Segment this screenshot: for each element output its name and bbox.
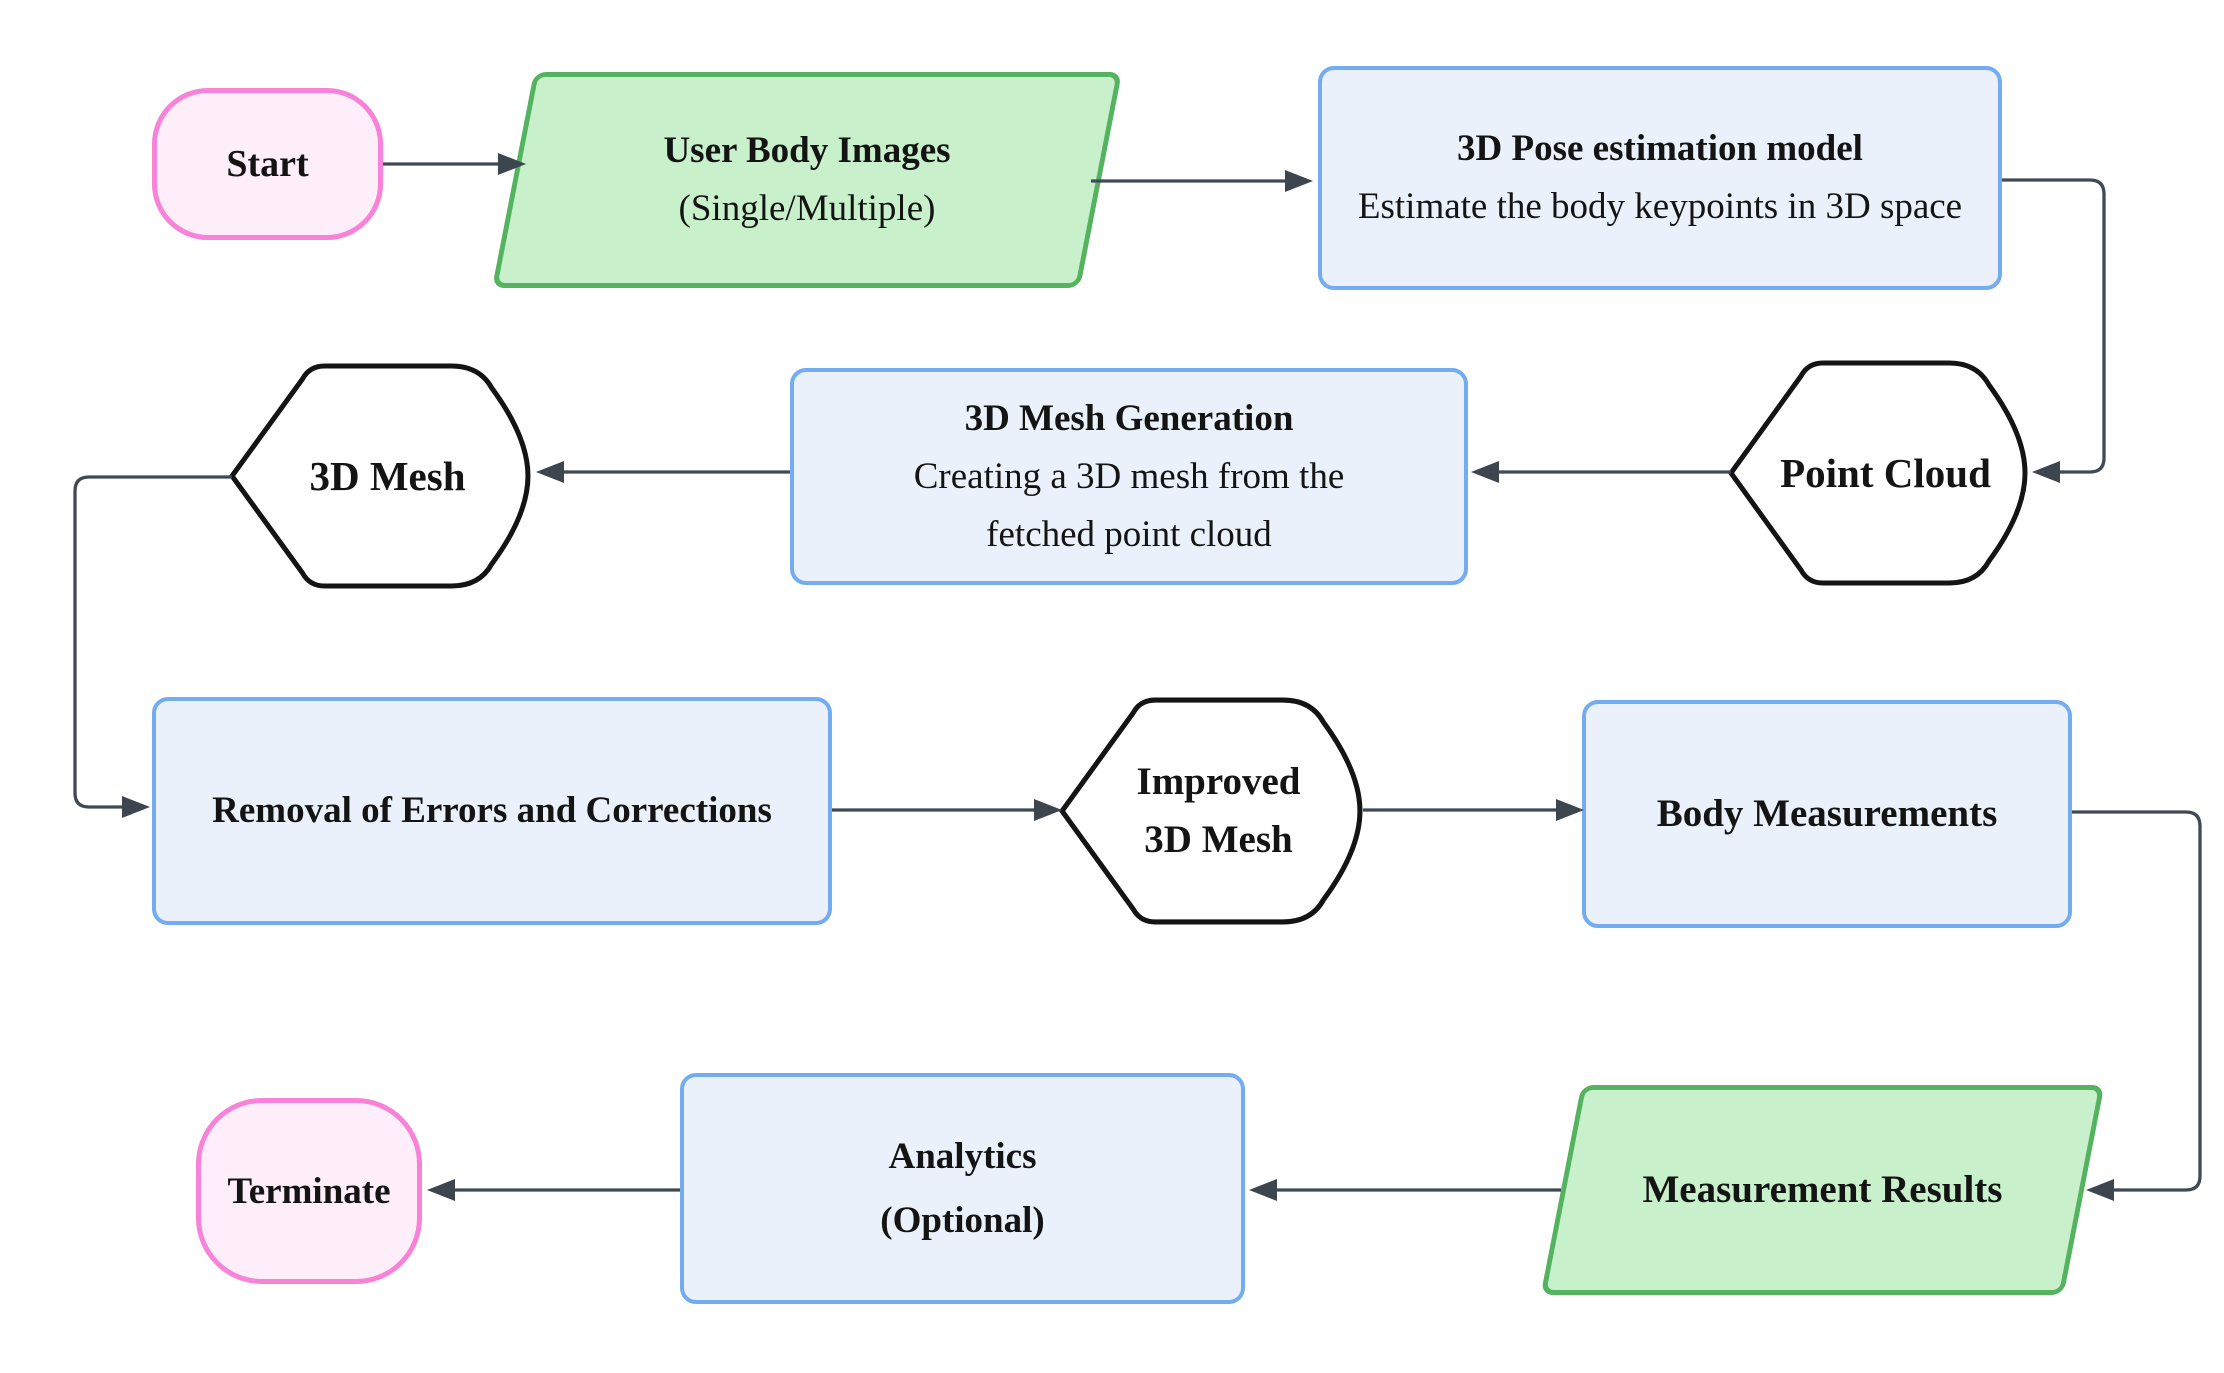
mesh-generation-title: 3D Mesh Generation [964, 397, 1294, 439]
pose-estimation-title: 3D Pose estimation model [1457, 128, 1863, 169]
node-mesh-generation: 3D Mesh Generation Creating a 3D mesh fr… [790, 368, 1468, 585]
edge-user-body-images-to-pose-model [1091, 170, 1313, 192]
node-point-cloud: Point Cloud [1727, 357, 2030, 589]
mesh-generation-subtitle: Creating a 3D mesh from the fetched poin… [913, 455, 1345, 555]
display-shape-outline [228, 363, 531, 589]
edge-improved-3d-mesh-to-body-measurements [1363, 799, 1584, 821]
pose-estimation-subtitle: Estimate the body keypoints in 3D space [1357, 186, 1963, 227]
edge-removal-corrections-to-improved-3d-mesh [832, 799, 1062, 821]
removal-corrections-title: Removal of Errors and Corrections [212, 790, 772, 831]
node-measurement-results: Measurement Results [1540, 1085, 2105, 1295]
analytics-title: Analytics [888, 1135, 1037, 1177]
improved-3d-mesh-line2: 3D Mesh [1144, 818, 1293, 861]
node-analytics: Analytics (Optional) [680, 1073, 1245, 1304]
edge-point-cloud-to-mesh-generation [1471, 461, 1731, 483]
node-start: Start [152, 88, 383, 240]
user-body-images-title: User Body Images [663, 130, 951, 171]
node-improved-3d-mesh: Improved 3D Mesh [1058, 694, 1365, 928]
display-shape-outline [1058, 697, 1363, 925]
edge-analytics-to-terminate [427, 1179, 680, 1201]
user-body-images-subtitle: (Single/Multiple) [678, 188, 936, 229]
body-measurements-title: Body Measurements [1656, 792, 1998, 835]
node-3d-mesh: 3D Mesh [228, 360, 533, 592]
terminate-label: Terminate [227, 1170, 391, 1212]
node-terminate: Terminate [196, 1098, 422, 1284]
node-removal-corrections: Removal of Errors and Corrections [152, 697, 832, 925]
node-body-measurements: Body Measurements [1582, 700, 2072, 928]
improved-3d-mesh-line1: Improved [1136, 760, 1301, 803]
node-user-body-images: User Body Images (Single/Multiple) [492, 72, 1122, 288]
3d-mesh-label: 3D Mesh [309, 453, 466, 499]
edge-mesh-generation-to-3d-mesh [536, 461, 790, 483]
edge-measurement-results-to-analytics [1249, 1179, 1561, 1201]
point-cloud-label: Point Cloud [1780, 450, 1991, 496]
node-pose-estimation: 3D Pose estimation model Estimate the bo… [1318, 66, 2002, 290]
analytics-subtitle: (Optional) [880, 1199, 1045, 1241]
measurement-results-title: Measurement Results [1642, 1168, 2003, 1211]
start-label: Start [226, 143, 309, 185]
